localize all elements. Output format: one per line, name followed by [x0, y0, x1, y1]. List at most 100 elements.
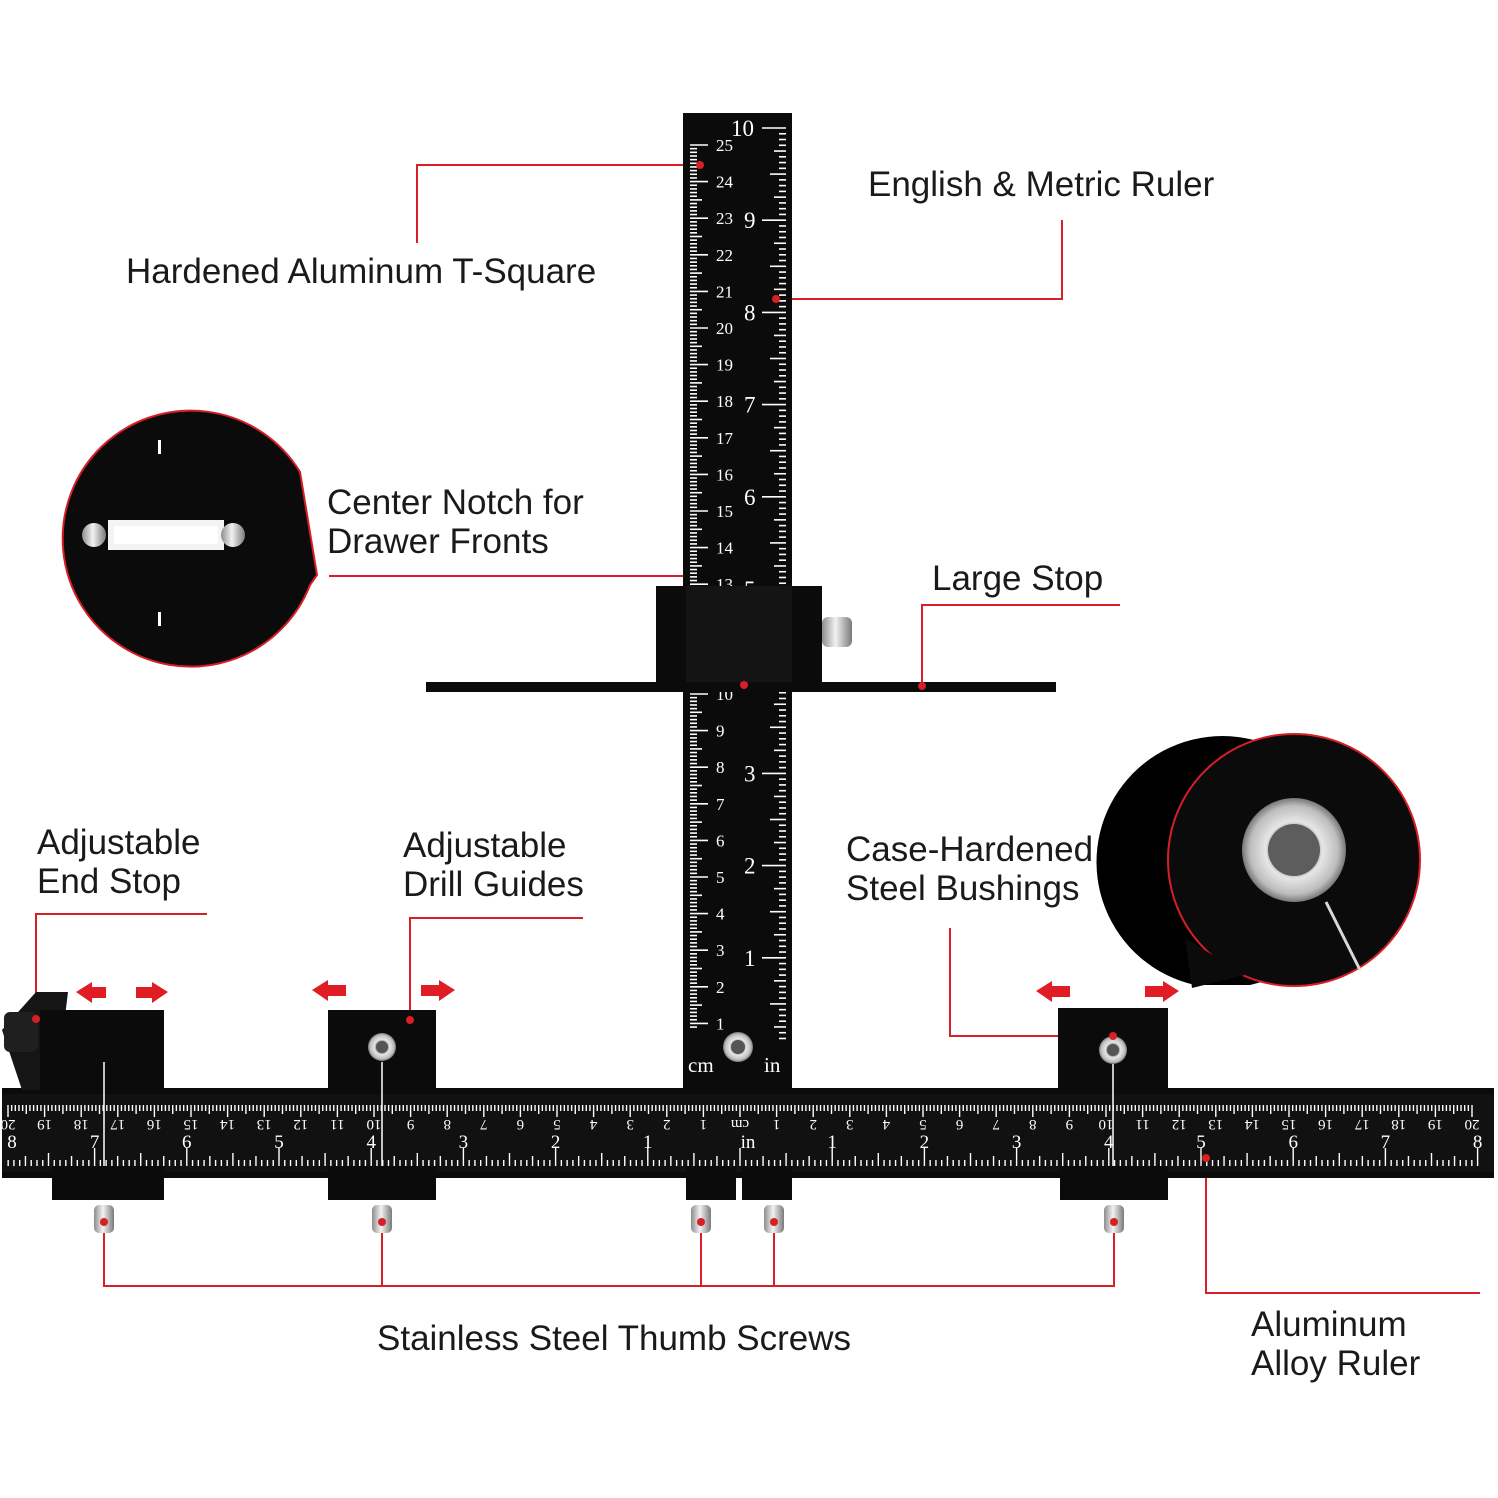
h-cm-tick-label: 18: [1391, 1116, 1406, 1132]
h-cm-tick-label: 15: [184, 1116, 199, 1132]
label-alloy-ruler-line1: Aluminum: [1251, 1305, 1407, 1344]
h-in-tick-label: 2: [920, 1132, 930, 1153]
h-cm-tick-label: 7: [480, 1116, 488, 1132]
h-cm-tick-label: 2: [809, 1116, 817, 1132]
v-in-tick-label: 1: [744, 946, 756, 971]
h-cm-tick-label: 4: [589, 1116, 597, 1132]
vertical-cm-unit: cm: [688, 1053, 714, 1077]
label-t-square-text: Hardened Aluminum T-Square: [126, 252, 597, 291]
arrow-left-icon: [76, 982, 106, 1003]
h-cm-tick-label: 20: [1, 1116, 16, 1132]
h-cm-tick-label: 13: [1208, 1116, 1223, 1132]
h-in-tick-label: 6: [182, 1132, 192, 1153]
h-cm-tick-label: 6: [516, 1116, 524, 1132]
label-drill-guides: Adjustable Drill Guides: [403, 826, 584, 904]
h-in-tick-label: 3: [459, 1132, 469, 1153]
leader-thumb-screws: [103, 1222, 1115, 1287]
h-cm-tick-label: 11: [1135, 1116, 1149, 1132]
center-notch-magnifier: [61, 409, 319, 668]
h-in-tick-label: 7: [90, 1132, 100, 1153]
h-cm-tick-label: 17: [110, 1116, 126, 1132]
v-cm-tick-label: 8: [716, 758, 725, 777]
leader-english-metric: [776, 220, 1063, 300]
h-in-unit: in: [741, 1132, 756, 1153]
v-cm-tick-label: 17: [716, 429, 734, 448]
h-in-tick-label: 6: [1288, 1132, 1298, 1153]
v-cm-tick-label: 24: [716, 173, 734, 192]
arrow-right-icon: [136, 982, 168, 1003]
v-in-tick-label: 10: [731, 116, 754, 141]
h-cm-tick-label: 14: [220, 1116, 236, 1132]
h-in-tick-label: 1: [827, 1132, 837, 1153]
label-end-stop: Adjustable End Stop: [37, 823, 200, 901]
h-in-tick-label: 4: [1104, 1132, 1114, 1153]
h-cm-tick-label: 12: [293, 1116, 308, 1132]
label-alloy-ruler-line2: Alloy Ruler: [1251, 1344, 1421, 1383]
arrow-left-icon: [1036, 981, 1070, 1002]
leader-t-square: [416, 164, 700, 243]
v-cm-tick-label: 19: [716, 356, 733, 375]
h-cm-tick-label: 9: [1066, 1116, 1074, 1132]
v-cm-tick-label: 22: [716, 246, 733, 265]
h-in-tick-label: 8: [7, 1132, 17, 1153]
label-t-square: Hardened Aluminum T-Square: [126, 252, 596, 291]
label-alloy-ruler: Aluminum Alloy Ruler: [1251, 1305, 1420, 1383]
h-cm-tick-label: 4: [882, 1116, 890, 1132]
label-bushings-line2: Steel Bushings: [846, 869, 1080, 908]
label-bushings: Case-Hardened Steel Bushings: [846, 830, 1093, 908]
h-cm-tick-label: 16: [146, 1116, 162, 1132]
h-cm-tick-label: 8: [443, 1116, 451, 1132]
v-cm-tick-label: 15: [716, 502, 733, 521]
h-cm-tick-label: 10: [367, 1116, 382, 1132]
v-in-tick-label: 6: [744, 485, 756, 510]
label-large-stop: Large Stop: [932, 559, 1103, 598]
h-cm-tick-label: 1: [773, 1116, 781, 1132]
h-cm-tick-label: 10: [1099, 1116, 1114, 1132]
h-cm-tick-label: 12: [1172, 1116, 1187, 1132]
h-cm-tick-label: 13: [257, 1116, 272, 1132]
v-cm-tick-label: 6: [716, 831, 725, 850]
v-cm-tick-label: 25: [716, 136, 733, 155]
label-center-notch-line2: Drawer Fronts: [327, 522, 549, 561]
v-in-tick-label: 3: [744, 761, 756, 786]
h-cm-tick-label: 8: [1029, 1116, 1037, 1132]
h-in-tick-label: 7: [1381, 1132, 1391, 1153]
h-cm-tick-label: 19: [37, 1116, 52, 1132]
h-in-tick-label: 2: [551, 1132, 561, 1153]
v-cm-tick-label: 1: [716, 1014, 725, 1033]
v-cm-tick-label: 7: [716, 795, 725, 814]
leader-end-stop: [35, 913, 207, 1019]
label-thumb-screws-text: Stainless Steel Thumb Screws: [377, 1319, 852, 1358]
h-cm-tick-label: 14: [1244, 1116, 1260, 1132]
v-cm-tick-label: 23: [716, 209, 733, 228]
arrow-right-icon: [421, 980, 455, 1001]
h-cm-tick-label: 3: [846, 1116, 854, 1132]
label-english-metric: English & Metric Ruler: [868, 165, 1214, 204]
h-in-tick-label: 8: [1473, 1132, 1483, 1153]
leader-alloy-ruler: [1205, 1158, 1480, 1294]
v-in-tick-label: 8: [744, 300, 756, 325]
h-in-tick-label: 1: [643, 1132, 653, 1153]
v-cm-tick-label: 5: [716, 868, 725, 887]
thumb-screws: [94, 1205, 1124, 1233]
h-cm-tick-label: 20: [1465, 1116, 1480, 1132]
h-cm-tick-label: 17: [1354, 1116, 1370, 1132]
bushing-magnifier: [1096, 733, 1421, 988]
leader-large-stop: [921, 604, 1120, 686]
label-bushings-line1: Case-Hardened: [846, 830, 1094, 869]
arrow-right-icon: [1145, 981, 1179, 1002]
arrow-left-icon: [312, 980, 346, 1001]
vertical-in-unit: in: [764, 1053, 781, 1077]
h-cm-tick-label: cm: [731, 1116, 750, 1132]
v-cm-tick-label: 16: [716, 465, 733, 484]
h-in-tick-label: 3: [1012, 1132, 1022, 1153]
v-cm-tick-label: 14: [716, 539, 734, 558]
h-cm-tick-label: 5: [919, 1116, 927, 1132]
label-end-stop-line1: Adjustable: [37, 823, 201, 862]
h-cm-tick-label: 19: [1428, 1116, 1443, 1132]
h-cm-tick-label: 7: [992, 1116, 1000, 1132]
label-drill-guides-line2: Drill Guides: [403, 865, 584, 904]
h-in-tick-label: 4: [366, 1132, 376, 1153]
h-in-tick-label: 5: [274, 1132, 284, 1153]
h-cm-tick-label: 6: [955, 1116, 963, 1132]
